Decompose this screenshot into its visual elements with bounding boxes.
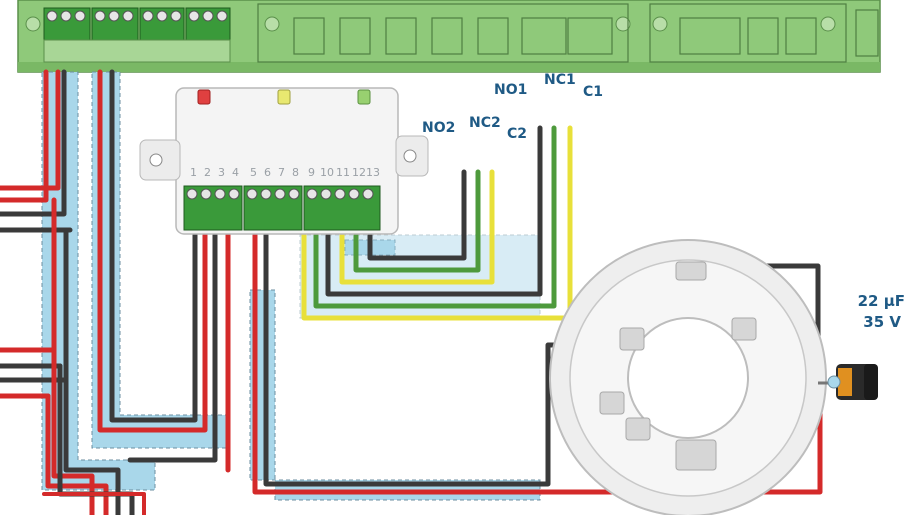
detector-base xyxy=(549,239,827,517)
led-yellow xyxy=(277,89,291,105)
relay-terminal-numbers: 1 2 3 4 5 6 7 8 9 10 11 12 13 xyxy=(190,166,380,179)
relay-module: 1 2 3 4 5 6 7 8 9 10 11 12 13 xyxy=(139,87,429,235)
terminal-number: 9 xyxy=(308,166,315,179)
led-green xyxy=(357,89,371,105)
capacitor-capacitance: 22 µF xyxy=(857,292,905,310)
terminal-number: 8 xyxy=(292,166,299,179)
terminal-number: 11 xyxy=(336,166,350,179)
terminal-number: 7 xyxy=(278,166,285,179)
terminal-number: 13 xyxy=(366,166,380,179)
capacitor-voltage: 35 V xyxy=(863,313,901,331)
led-red xyxy=(197,89,211,105)
terminal-number: 4 xyxy=(232,166,239,179)
terminal-number: 3 xyxy=(218,166,225,179)
capacitor xyxy=(818,364,878,400)
terminal-number: 12 xyxy=(352,166,366,179)
label-c2: C2 xyxy=(507,126,528,142)
terminal-number: 2 xyxy=(204,166,211,179)
terminal-number: 10 xyxy=(320,166,334,179)
panel-terminal-blocks xyxy=(43,7,231,63)
label-no1: NO1 xyxy=(494,82,528,98)
label-nc1: NC1 xyxy=(544,72,576,88)
label-no2: NO2 xyxy=(422,120,456,136)
panel-component-outlines xyxy=(257,3,879,63)
label-c1: C1 xyxy=(583,84,604,100)
relay-terminal-blocks xyxy=(183,185,381,231)
control-panel-board xyxy=(17,0,881,73)
terminal-number: 6 xyxy=(264,166,271,179)
terminal-number: 1 xyxy=(190,166,197,179)
label-nc2: NC2 xyxy=(469,115,501,131)
terminal-number: 5 xyxy=(250,166,257,179)
